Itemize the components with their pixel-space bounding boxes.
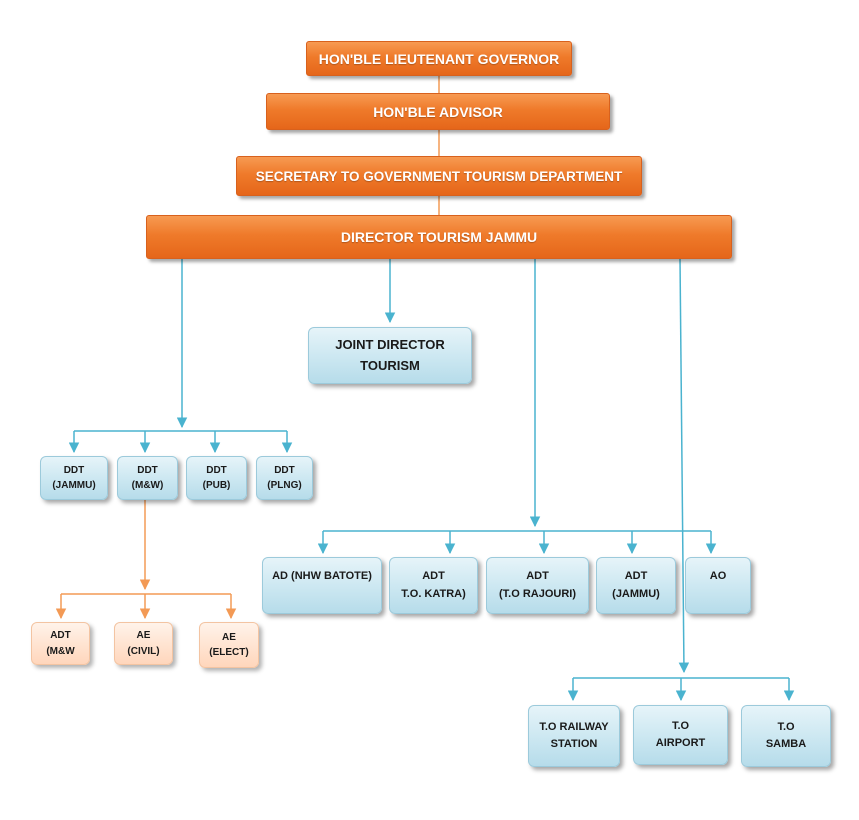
node-adt-rajouri: ADT (T.O RAJOURI) <box>486 557 589 614</box>
node-advisor: HON'BLE ADVISOR <box>266 93 610 130</box>
node-ao: AO <box>685 557 751 614</box>
node-joint-director-tourism: JOINT DIRECTOR TOURISM <box>308 327 472 384</box>
node-adt-mw: ADT (M&W <box>31 622 90 665</box>
node-ae-civil: AE (CIVIL) <box>114 622 173 665</box>
node-ad-nhw-batote: AD (NHW BATOTE) <box>262 557 382 614</box>
node-adt-katra: ADT T.O. KATRA) <box>389 557 478 614</box>
node-ae-elect: AE (ELECT) <box>199 622 259 668</box>
node-lieutenant-governor: HON'BLE LIEUTENANT GOVERNOR <box>306 41 572 76</box>
node-ddt-mw: DDT (M&W) <box>117 456 178 500</box>
node-to-airport: T.O AIRPORT <box>633 705 728 765</box>
node-ddt-plng: DDT (PLNG) <box>256 456 313 500</box>
node-secretary: SECRETARY TO GOVERNMENT TOURISM DEPARTME… <box>236 156 642 196</box>
node-to-samba: T.O SAMBA <box>741 705 831 767</box>
node-ddt-pub: DDT (PUB) <box>186 456 247 500</box>
node-to-railway-station: T.O RAILWAY STATION <box>528 705 620 767</box>
node-adt-jammu: ADT (JAMMU) <box>596 557 676 614</box>
connector-director-to-group <box>678 258 690 674</box>
node-ddt-jammu: DDT (JAMMU) <box>40 456 108 500</box>
node-director-tourism-jammu: DIRECTOR TOURISM JAMMU <box>146 215 732 259</box>
